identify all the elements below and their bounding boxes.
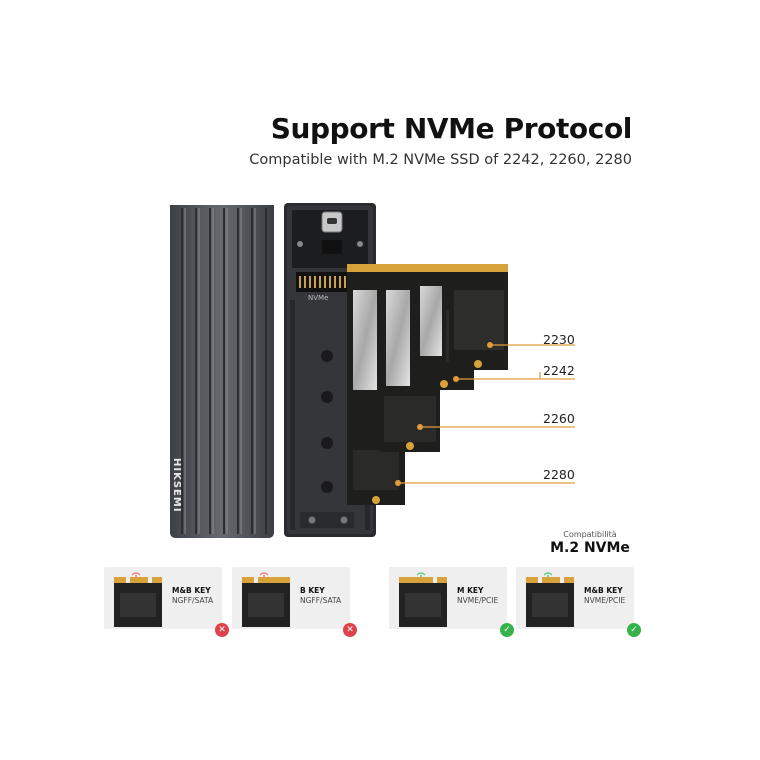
signal-icon	[543, 572, 553, 577]
signal-icon	[416, 572, 426, 577]
m-key-board-icon	[399, 577, 447, 627]
key-type: B KEY	[300, 586, 325, 595]
key-type: M KEY	[457, 586, 484, 595]
check-icon: ✓	[500, 623, 514, 637]
key-card-b-sata: B KEY NGFF/SATA ✕	[232, 567, 357, 637]
mb-key-board-icon	[114, 577, 162, 627]
size-label-2280: 2280	[543, 467, 575, 482]
mb-key-board-icon	[526, 577, 574, 627]
size-label-2230: 2230	[543, 332, 575, 347]
brand-text: HIKSEMI	[171, 458, 182, 513]
compat-heading: M.2 NVMe	[550, 540, 630, 556]
key-type: M&B KEY	[172, 586, 211, 595]
key-protocol: NVME/PCIE	[584, 596, 626, 605]
size-label-2260: 2260	[543, 411, 575, 426]
slot-label: NVMe	[308, 294, 328, 302]
key-card-mb-nvme: M&B KEY NVME/PCIE ✓	[516, 567, 641, 637]
size-labels	[540, 344, 575, 484]
key-card-m-nvme: M KEY NVME/PCIE ✓	[389, 567, 514, 637]
signal-icon	[131, 572, 141, 577]
product-illustration: HIKSEMI	[170, 203, 575, 538]
ssd-2230	[449, 264, 508, 370]
cross-icon: ✕	[343, 623, 357, 637]
signal-icon	[259, 572, 269, 577]
cross-icon: ✕	[215, 623, 229, 637]
key-protocol: NVME/PCIE	[457, 596, 499, 605]
key-protocol: NGFF/SATA	[300, 596, 342, 605]
check-icon: ✓	[627, 623, 641, 637]
key-protocol: NGFF/SATA	[172, 596, 214, 605]
page-subtitle: Compatible with M.2 NVMe SSD of 2242, 22…	[249, 152, 632, 168]
b-key-board-icon	[242, 577, 290, 627]
enclosure-shell	[170, 205, 274, 538]
key-type: M&B KEY	[584, 586, 623, 595]
compat-caption: Compatibilità	[563, 530, 617, 539]
key-card-mb-sata: M&B KEY NGFF/SATA ✕	[104, 567, 229, 637]
page-title: Support NVMe Protocol	[270, 112, 633, 145]
size-label-2242: 2242	[543, 363, 575, 378]
